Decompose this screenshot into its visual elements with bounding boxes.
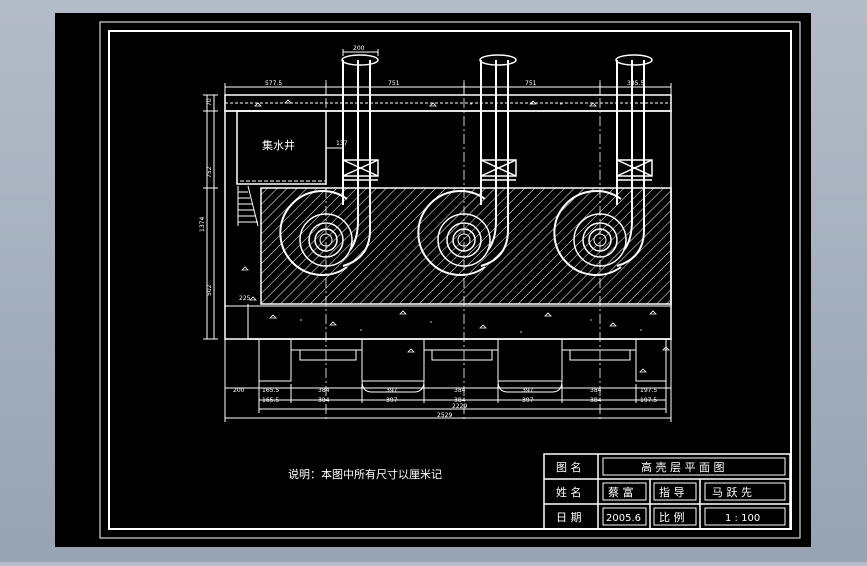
inner-frame — [108, 30, 792, 530]
label-drawing-name: 图 名 — [556, 460, 582, 474]
dim-top-right: 385.5 — [627, 80, 644, 87]
stairs — [237, 185, 259, 227]
label-scale: 比 例 — [659, 510, 685, 524]
dim-row2-0: 165.5 — [262, 397, 279, 404]
dim-row2-6: 197.5 — [640, 397, 657, 404]
value-name: 蔡 富 — [608, 485, 634, 499]
dim-row2-4: 397 — [522, 397, 534, 404]
value-date: 2005.6 — [606, 513, 641, 524]
dim-row1-4: 384 — [454, 387, 466, 394]
plan-drawing — [203, 49, 672, 422]
dim-row1-1: 165.5 — [262, 387, 279, 394]
dim-row2-2: 397 — [386, 397, 398, 404]
dim-left-v3: 502 — [206, 284, 213, 296]
dim-left-total: 1374 — [199, 217, 206, 232]
well-label: 集水井 — [262, 138, 295, 152]
dim-top-left: 577.5 — [265, 80, 282, 87]
label-name: 姓 名 — [556, 485, 582, 499]
value-drawing-name: 高 壳 层 平 面 图 — [641, 460, 724, 474]
dim-left-v1: 70 — [206, 98, 213, 106]
title-block — [543, 453, 791, 530]
dim-pipe-diameter: 200 — [353, 45, 365, 52]
dim-top-mid1: 751 — [388, 80, 400, 87]
dim-row1-5: 397 — [522, 387, 534, 394]
concrete-speckles — [241, 99, 670, 373]
dim-row1-2: 384 — [318, 387, 330, 394]
dim-valve-offset: 137 — [336, 140, 348, 147]
dimension-labels: 577.5 751 751 385.5 200 137 70 752 502 1… — [199, 45, 657, 419]
dim-left-v2: 752 — [206, 166, 213, 178]
dim-row2-3: 384 — [454, 397, 466, 404]
dim-row2-1: 384 — [318, 397, 330, 404]
pump-unit-3 — [553, 54, 653, 276]
title-block-text: 图 名 高 壳 层 平 面 图 姓 名 蔡 富 指 导 马 跃 先 日 期 20… — [556, 460, 760, 524]
dim-top-mid2: 751 — [525, 80, 537, 87]
drawing-note: 说明：本图中所有尺寸以厘米记 — [288, 467, 442, 481]
value-scale: 1 : 100 — [725, 513, 760, 524]
dim-row1-7: 197.5 — [640, 387, 657, 394]
dim-row2-5: 384 — [590, 397, 602, 404]
dim-225: 225 — [239, 295, 251, 302]
dim-row1-6: 384 — [590, 387, 602, 394]
label-date: 日 期 — [556, 511, 582, 524]
dim-total: 2529 — [437, 412, 452, 419]
outer-frame — [99, 21, 801, 539]
dim-row1-3: 397 — [386, 387, 398, 394]
label-advisor: 指 导 — [659, 485, 685, 499]
dim-row1-0: 200 — [233, 387, 245, 394]
pump-unit-2 — [417, 54, 517, 276]
pump-unit-1 — [279, 54, 379, 276]
pier-row — [258, 338, 667, 393]
value-advisor: 马 跃 先 — [712, 485, 752, 499]
dim-total-inner: 2229 — [452, 403, 467, 410]
